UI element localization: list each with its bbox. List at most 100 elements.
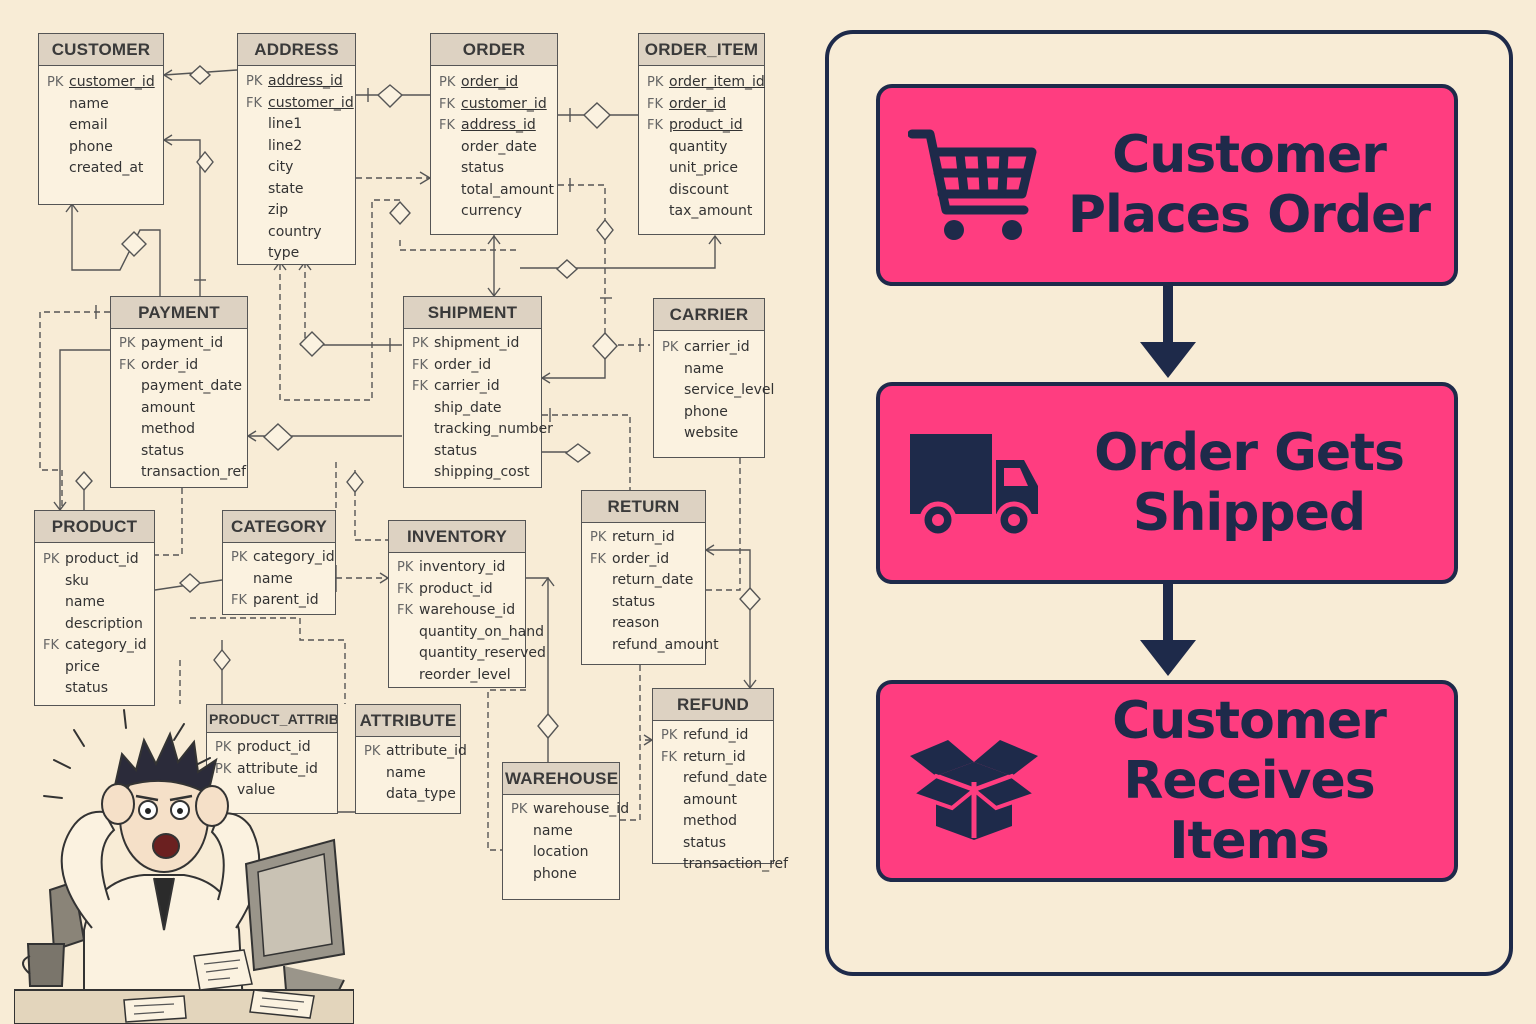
relation-diamond: [376, 84, 404, 108]
entity-field: quantity: [647, 137, 756, 159]
relation-diamond: [555, 259, 579, 279]
relation-diamond: [537, 712, 559, 740]
field-name: product_id: [65, 551, 139, 567]
entity-field: reorder_level: [397, 665, 517, 687]
field-name: data_type: [386, 786, 456, 802]
paper-sheet: [123, 995, 187, 1023]
field-key-marker: FK: [119, 357, 136, 373]
relation-arrowhead: [487, 234, 501, 245]
entity-field: phone: [511, 864, 611, 886]
flow-arrow-down: [1140, 584, 1196, 676]
paper-sheet: [249, 989, 315, 1019]
field-name: address_id: [461, 117, 536, 133]
field-name: quantity_reserved: [419, 645, 546, 661]
field-key-marker: PK: [47, 75, 64, 90]
entity-field: state: [246, 179, 347, 201]
field-name: carrier_id: [684, 339, 750, 355]
field-key-marker: FK: [397, 581, 414, 597]
field-name: status: [461, 160, 505, 176]
entity-title: PRODUCT_ATTRIBUTE: [207, 705, 337, 733]
relation-diamond: [178, 573, 202, 593]
field-key-marker: PK: [231, 550, 248, 565]
field-name: amount: [683, 791, 738, 808]
field-key-marker: FK: [439, 96, 456, 112]
entity-field: tax_amount: [647, 201, 756, 223]
field-name: parent_id: [253, 592, 319, 608]
field-name: name: [253, 570, 293, 587]
entity-title: CARRIER: [654, 299, 764, 331]
monitor-screen: [257, 853, 333, 957]
entity-field: email: [47, 115, 155, 137]
entity-field: payment_date: [119, 376, 242, 398]
relation-line: [520, 236, 716, 269]
entity-field: status: [119, 441, 239, 463]
entity-field: refund_amount: [590, 635, 719, 657]
entity-field: data_type: [364, 784, 456, 806]
field-name: product_id: [237, 739, 311, 755]
field-name: warehouse_id: [533, 801, 630, 817]
entity-field: method: [661, 811, 765, 833]
field-key-marker: PK: [215, 761, 232, 777]
field-name: name: [533, 822, 573, 839]
entity-field: ship_date: [412, 398, 533, 420]
entity-field: name: [364, 763, 452, 785]
field-name: price: [65, 658, 100, 675]
entity-product-attribute[interactable]: PRODUCT_ATTRIBUTE PKproduct_idPKattribut…: [206, 704, 338, 814]
left-pupil: [145, 808, 151, 814]
field-name: reorder_level: [419, 666, 511, 683]
shopping-cart-icon: [908, 129, 1037, 240]
field-name: city: [268, 159, 294, 175]
entity-field: line1: [246, 114, 347, 136]
flow-step-label-line1: Customer: [1112, 691, 1387, 751]
relation-line: [39, 311, 110, 510]
entity-field: name: [662, 359, 756, 381]
field-key-marker: PK: [215, 740, 232, 755]
field-name: attribute_id: [237, 760, 318, 777]
field-name: name: [684, 360, 724, 377]
field-name: status: [434, 442, 478, 459]
field-key-marker: PK: [364, 744, 381, 759]
entity-field: status: [661, 833, 765, 855]
field-name: phone: [684, 403, 728, 420]
entity-field: phone: [662, 402, 756, 424]
field-key-marker: FK: [439, 118, 456, 133]
relation-arrowhead: [708, 234, 722, 245]
relation-arrowhead: [162, 69, 173, 81]
flow-step-label-line2: Shipped: [1132, 483, 1366, 543]
entity-field: quantity_reserved: [397, 643, 546, 665]
field-name: warehouse_id: [419, 602, 516, 618]
entity-field: total_amount: [439, 180, 554, 202]
field-key-marker: FK: [246, 95, 263, 111]
entity-field: tracking_number: [412, 419, 553, 441]
field-name: line2: [268, 137, 303, 154]
